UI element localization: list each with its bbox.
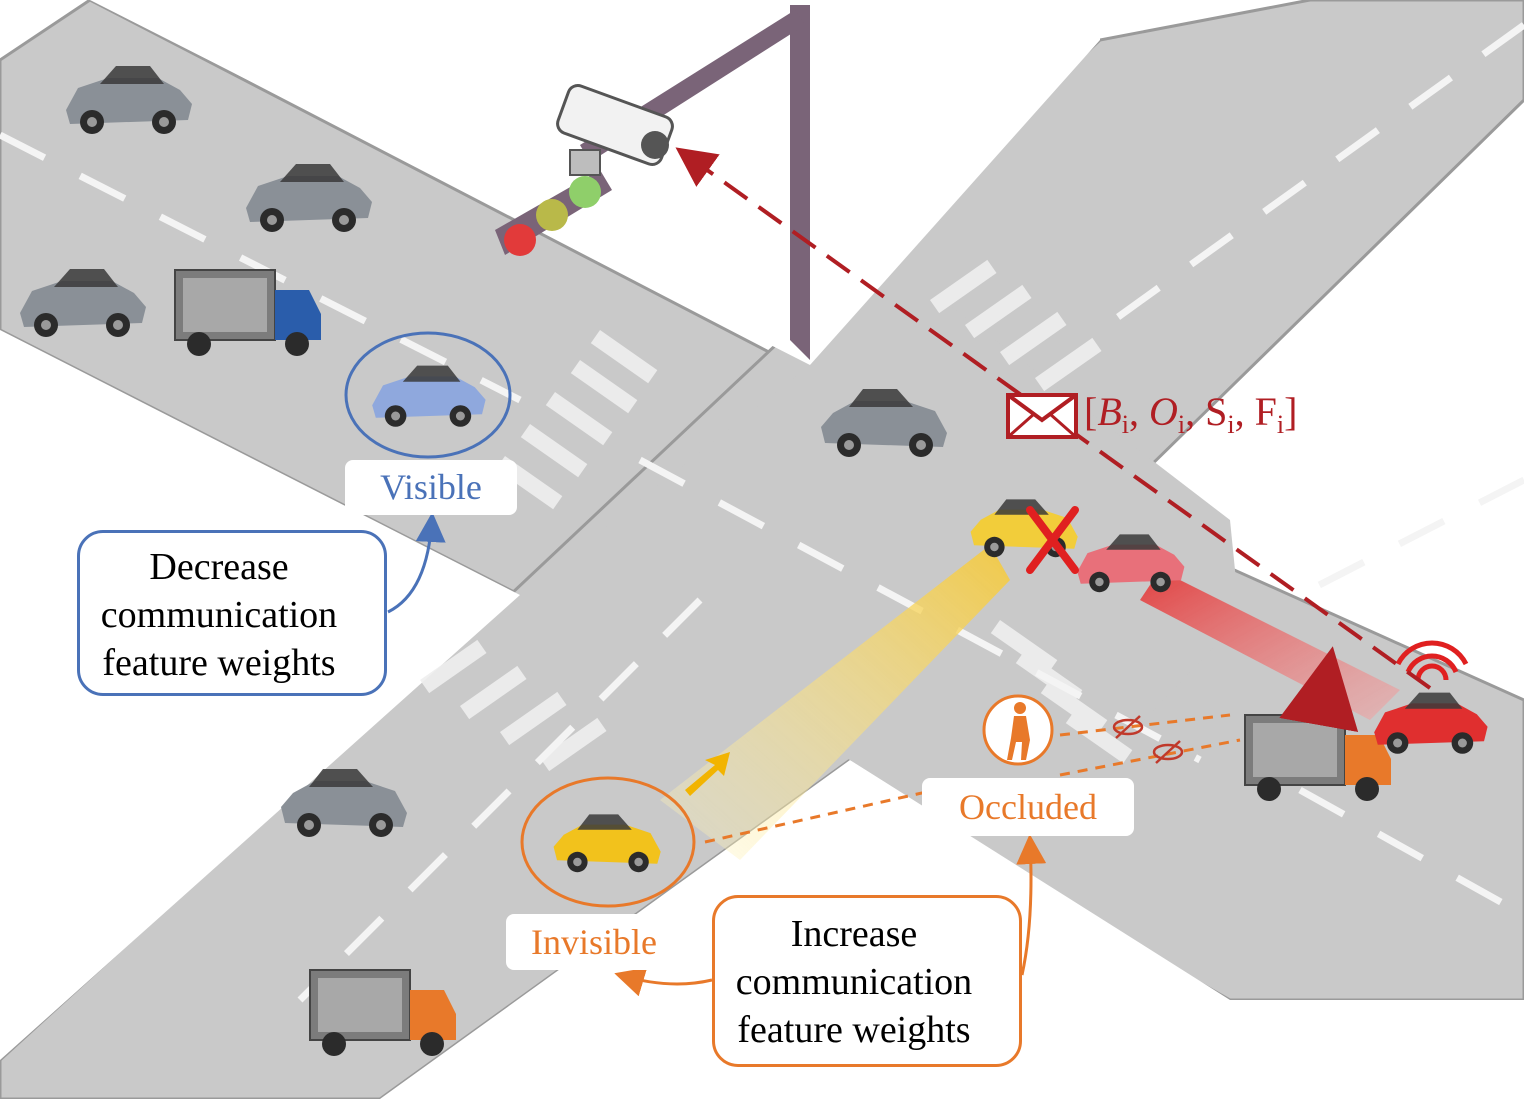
- decrease-line-1: Decrease: [149, 546, 289, 588]
- msg-close: ]: [1284, 389, 1298, 434]
- turn-arrow: [1279, 646, 1359, 733]
- increase-line-2: communication: [735, 961, 973, 1003]
- visible-connector: [387, 512, 446, 614]
- blocked-view-icon: [1112, 715, 1184, 764]
- visible-label: Visible: [345, 460, 517, 515]
- decrease-line-3: feature weights: [102, 642, 336, 684]
- signal-icon: [1395, 640, 1469, 681]
- msg-open: [: [1084, 389, 1098, 434]
- occluded-connector: [1016, 834, 1047, 976]
- visible-highlight: [344, 331, 512, 459]
- msg-s: S: [1205, 389, 1228, 434]
- envelope-icon: [1006, 393, 1078, 439]
- pedestrian-icon: [1007, 702, 1030, 760]
- occluded-label: Occluded: [922, 778, 1134, 836]
- cross-icon: [1026, 506, 1079, 574]
- invisible-label: Invisible: [506, 914, 682, 970]
- invisible-connector: [614, 967, 713, 997]
- msg-sep-1: ,: [1129, 389, 1149, 434]
- msg-f: F: [1254, 389, 1277, 434]
- increase-line-1: Increase: [790, 913, 918, 955]
- decrease-line-2: communication: [100, 594, 338, 636]
- increase-callout: Increase communication feature weights: [712, 895, 1022, 1067]
- invisible-highlight: [520, 776, 696, 908]
- msg-s-sub: i: [1227, 410, 1235, 439]
- msg-sep-2: ,: [1185, 389, 1206, 434]
- decrease-callout: Decrease communication feature weights: [77, 530, 387, 696]
- camera-icon: [556, 84, 674, 176]
- msg-o: O: [1149, 389, 1178, 434]
- direction-arrow: [685, 752, 730, 796]
- message-payload: [Bi, Oi, Si, Fi]: [1084, 388, 1297, 440]
- communication-arrow: [675, 147, 1432, 690]
- msg-b: B: [1097, 389, 1122, 434]
- occlusion-lines: [704, 713, 1241, 844]
- msg-o-sub: i: [1177, 410, 1186, 439]
- yellow-view-beam: [660, 545, 1010, 860]
- msg-sep-3: ,: [1234, 389, 1255, 434]
- increase-line-3: feature weights: [737, 1009, 971, 1051]
- msg-b-sub: i: [1121, 410, 1129, 439]
- msg-f-sub: i: [1276, 410, 1285, 439]
